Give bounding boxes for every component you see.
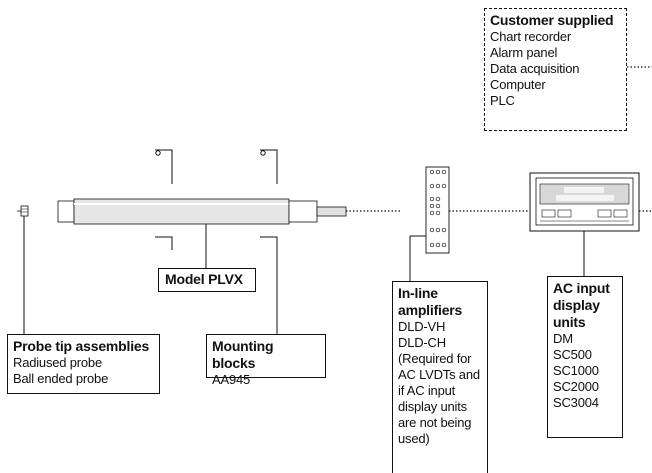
display-units-box: AC input display units DM SC500 SC1000 S… [547, 276, 623, 438]
display-unit-item: SC1000 [553, 363, 599, 378]
display-unit-item: DM [553, 331, 573, 346]
customer-supplied-title: Customer supplied [490, 12, 614, 28]
display-unit-item: SC500 [553, 347, 592, 362]
display-unit-item: SC3004 [553, 395, 599, 410]
amplifier-note: are not being [398, 415, 472, 430]
display-units-title: units [553, 314, 586, 330]
amplifier-note: AC LVDTs and [398, 367, 480, 382]
probe-tip-title: Probe tip assemblies [13, 338, 150, 354]
amplifier-note: if AC input [398, 383, 456, 398]
mounting-block-right-icon [260, 149, 278, 250]
amplifier-note: display units [398, 399, 467, 414]
amplifier-item: DLD-CH [398, 335, 446, 350]
amplifier-item: DLD-VH [398, 319, 446, 334]
display-units-title: AC input [553, 280, 610, 296]
mounting-blocks-title: Mounting blocks [212, 338, 274, 371]
model-label-box: Model PLVX [158, 268, 256, 292]
display-unit-item: SC2000 [553, 379, 599, 394]
amplifiers-title: amplifiers [398, 302, 463, 318]
customer-item: Data acquisition [490, 61, 580, 76]
inline-amplifier-icon [425, 166, 450, 254]
mounting-blocks-box: Mounting blocks AA945 [206, 334, 326, 387]
display-units-title: display [553, 297, 600, 313]
customer-item: Computer [490, 77, 546, 92]
probe-tip-item: Radiused probe [13, 355, 102, 370]
amplifiers-title: In-line [398, 285, 438, 301]
customer-item: PLC [490, 93, 515, 108]
mounting-block-left-icon [155, 149, 173, 250]
amplifiers-box: In-line amplifiers DLD-VH DLD-CH (Requir… [392, 281, 488, 473]
probe-tip-box: Probe tip assemblies Radiused probe Ball… [7, 334, 160, 394]
customer-item: Alarm panel [490, 45, 558, 60]
ac-display-unit-icon [529, 172, 640, 232]
lvdt-probe-body [57, 198, 347, 225]
customer-supplied-box: Customer supplied Chart recorder Alarm p… [484, 8, 627, 131]
probe-tip-icon [17, 205, 29, 217]
amplifier-note: used) [398, 431, 430, 446]
mounting-blocks-item: AA945 [212, 372, 251, 387]
probe-tip-item: Ball ended probe [13, 371, 109, 386]
model-title: Model PLVX [165, 271, 243, 287]
amplifier-note: (Required for [398, 351, 472, 366]
customer-item: Chart recorder [490, 29, 572, 44]
